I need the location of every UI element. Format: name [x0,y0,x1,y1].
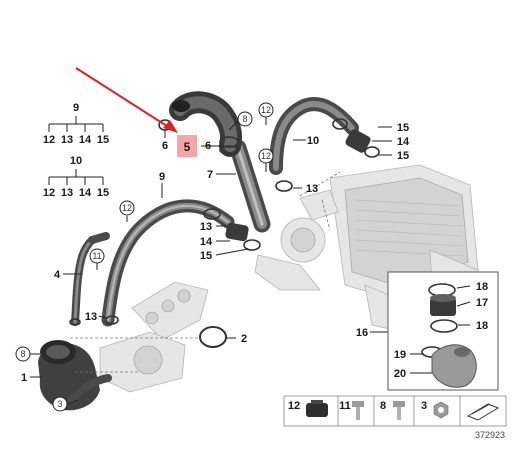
sleeve-14-lower [225,222,249,242]
tree-9: 9 12 13 14 15 [43,102,109,146]
callout-13: 13 [85,311,97,323]
callout-5: 5 [184,140,191,154]
clamps [69,118,380,326]
callout-6: 6 [162,140,168,152]
callout-19: 19 [394,349,406,361]
callout-18: 18 [476,281,488,293]
tree10-child: 15 [97,187,109,199]
hose-4 [71,232,110,326]
intercooler-ghost [329,164,491,331]
callout-2: 2 [241,333,247,345]
circled-callout-8: 8 [237,111,253,127]
svg-text:12: 12 [122,203,132,213]
tree10-child: 12 [43,187,55,199]
svg-text:3: 3 [421,400,427,412]
leader-lines [30,117,471,405]
svg-text:12: 12 [261,105,271,115]
callout-4: 4 [54,269,61,281]
svg-text:3: 3 [57,399,62,409]
callout-1: 1 [21,372,27,384]
callout-17: 17 [476,297,488,309]
tree9-parent: 9 [73,102,79,114]
svg-text:8: 8 [20,349,25,359]
tree9-child: 12 [43,134,55,146]
elbow-5 [169,91,243,157]
tree9-child: 13 [61,134,73,146]
dashed-lines [70,171,341,373]
tree10-child: 13 [61,187,73,199]
circled-callout-3: 3 [52,396,68,412]
hose-10 [269,97,359,175]
svg-text:8: 8 [242,114,247,124]
callout-14: 14 [397,136,410,148]
tree9-child: 15 [97,134,109,146]
svg-text:11: 11 [339,400,351,412]
legend-item-nut-3: 3 [421,400,449,419]
callout-15: 15 [200,250,212,262]
legend-item-shim [466,403,500,421]
svg-text:12: 12 [288,400,300,412]
pipe-7 [229,139,271,233]
callout-14: 14 [200,236,213,248]
sleeve-14-upper [345,129,371,153]
turbo-right-ghost [254,189,339,291]
svg-text:12: 12 [261,151,271,161]
svg-text:11: 11 [92,251,101,261]
svg-text:8: 8 [380,400,386,412]
callout-15: 15 [397,150,409,162]
callout-10: 10 [307,135,319,147]
legend-strip: 12 11 8 3 [283,395,507,427]
callout-13: 13 [200,221,212,233]
callout-15: 15 [397,122,409,134]
legend-item-grommet: 12 [288,400,328,417]
callout-18: 18 [476,320,488,332]
legend-item-bolt-8: 8 [380,400,405,420]
circled-callout-8: 8 [15,346,31,362]
circled-callout-12: 12 [258,102,274,118]
inlet-1 [38,340,112,411]
highlight-part-5 [75,67,197,157]
callout-9: 9 [159,171,165,183]
tree9-child: 14 [79,134,92,146]
callout-20: 20 [394,368,406,380]
tree-10: 10 12 13 14 15 [43,155,109,199]
callout-16: 16 [356,327,368,339]
inset-box-16 [387,271,499,391]
exhaust-manifold-ghost [99,281,209,393]
tree10-child: 14 [79,187,92,199]
callout-7: 7 [207,169,213,181]
legend-item-bolt-11: 11 [339,400,364,420]
diagram-number: 372923 [475,430,505,440]
callout-13: 13 [306,183,318,195]
gasket-2 [199,326,227,348]
circled-callout-12: 12 [119,200,135,216]
circled-callout-11: 11 [89,248,105,264]
circled-callout-12: 12 [258,148,274,164]
hose-9 [101,199,235,327]
tree10-parent: 10 [70,155,82,167]
callout-6: 6 [205,140,211,152]
